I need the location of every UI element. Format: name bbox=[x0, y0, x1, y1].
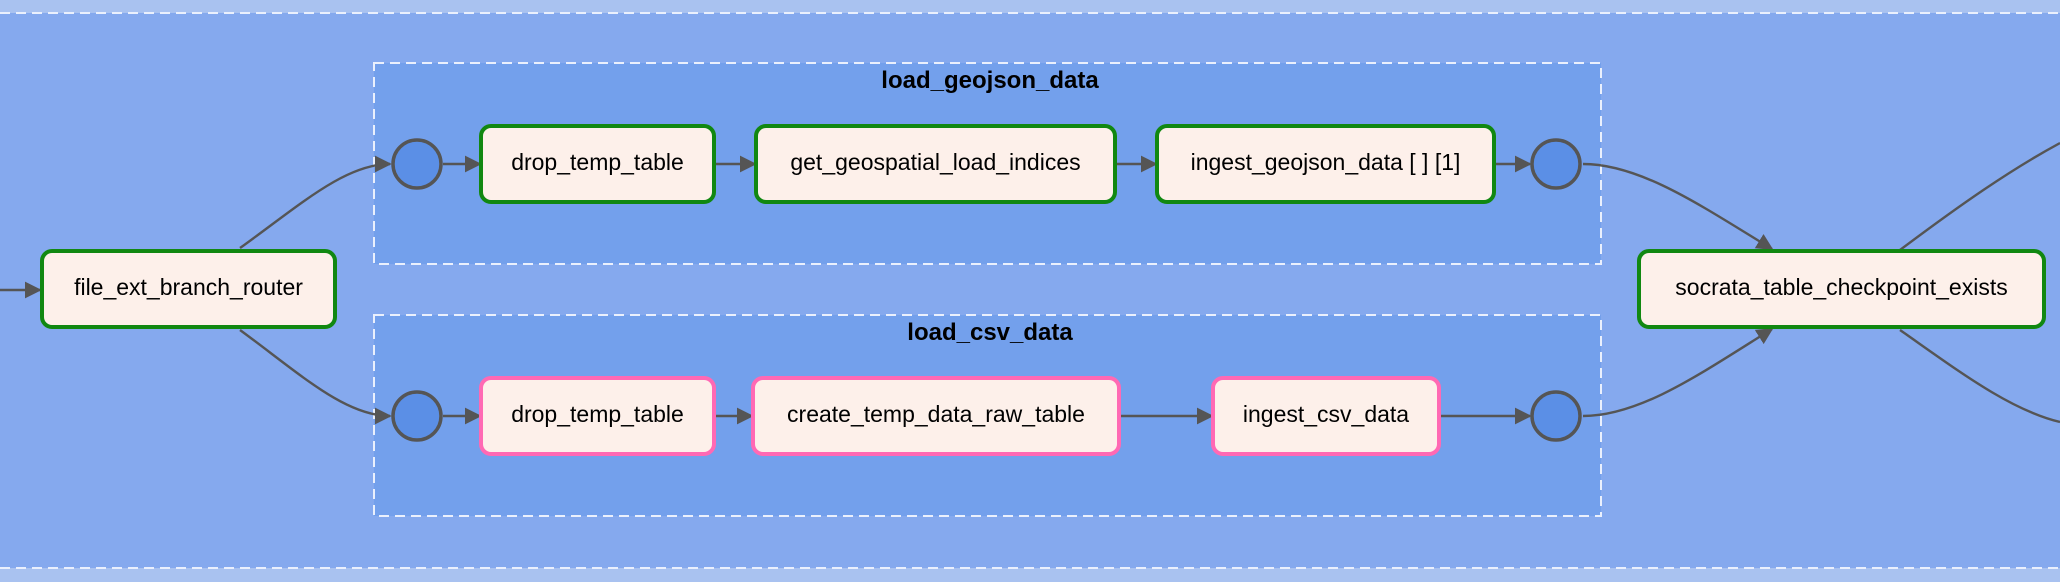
task-box[interactable] bbox=[479, 376, 716, 456]
task-label: socrata_table_checkpoint_exists bbox=[1675, 274, 2007, 300]
task-node-get-geospatial-load-indices[interactable]: get_geospatial_load_indices bbox=[754, 124, 1117, 204]
edge-csv-end-checkpoint bbox=[1582, 327, 1774, 418]
task-node-geojson-drop-temp-table[interactable]: drop_temp_table bbox=[479, 124, 716, 204]
task-box[interactable] bbox=[40, 249, 337, 329]
task-label: get_geospatial_load_indices bbox=[790, 149, 1080, 175]
geojson-group-start-node[interactable] bbox=[391, 138, 443, 190]
task-node-create-temp-data-raw-table[interactable]: create_temp_data_raw_table bbox=[751, 376, 1121, 456]
task-node-file-ext-branch-router[interactable]: file_ext_branch_router bbox=[40, 249, 337, 329]
csv-group-start-node[interactable] bbox=[391, 390, 443, 442]
task-group-title-csv[interactable]: load_csv_data bbox=[907, 319, 1073, 346]
task-node-ingest-geojson-data[interactable]: ingest_geojson_data [ ] [1] bbox=[1155, 124, 1496, 204]
task-label: drop_temp_table bbox=[511, 401, 684, 427]
task-node-ingest-csv-data[interactable]: ingest_csv_data bbox=[1211, 376, 1441, 456]
task-box[interactable] bbox=[754, 124, 1117, 204]
task-node-csv-drop-temp-table[interactable]: drop_temp_table bbox=[479, 376, 716, 456]
task-label: ingest_csv_data bbox=[1243, 401, 1409, 427]
task-node-socrata-table-checkpoint-exists[interactable]: socrata_table_checkpoint_exists bbox=[1637, 249, 2046, 329]
edge-geojson-end-checkpoint bbox=[1582, 162, 1774, 251]
csv-group-end-node[interactable] bbox=[1530, 390, 1582, 442]
task-group-load-csv-data-border bbox=[373, 314, 1602, 517]
task-box[interactable] bbox=[1155, 124, 1496, 204]
edge-router-geojson-start bbox=[239, 155, 392, 249]
task-box[interactable] bbox=[751, 376, 1121, 456]
task-box[interactable] bbox=[1637, 249, 2046, 329]
task-group-title-geojson[interactable]: load_geojson_data bbox=[881, 67, 1099, 94]
edge-router-csv-start bbox=[239, 329, 392, 425]
task-label: drop_temp_table bbox=[511, 149, 684, 175]
task-label: ingest_geojson_data [ ] [1] bbox=[1191, 149, 1461, 175]
task-box[interactable] bbox=[479, 124, 716, 204]
edge-checkpoint-upper-out bbox=[1899, 141, 2060, 251]
task-label: file_ext_branch_router bbox=[74, 274, 303, 300]
edges bbox=[0, 141, 2060, 425]
geojson-group-end-node[interactable] bbox=[1530, 138, 1582, 190]
task-label: create_temp_data_raw_table bbox=[787, 401, 1085, 427]
task-box[interactable] bbox=[1211, 376, 1441, 456]
edge-checkpoint-lower-out bbox=[1899, 329, 2060, 424]
task-group-load-geojson-data-border bbox=[373, 62, 1602, 265]
